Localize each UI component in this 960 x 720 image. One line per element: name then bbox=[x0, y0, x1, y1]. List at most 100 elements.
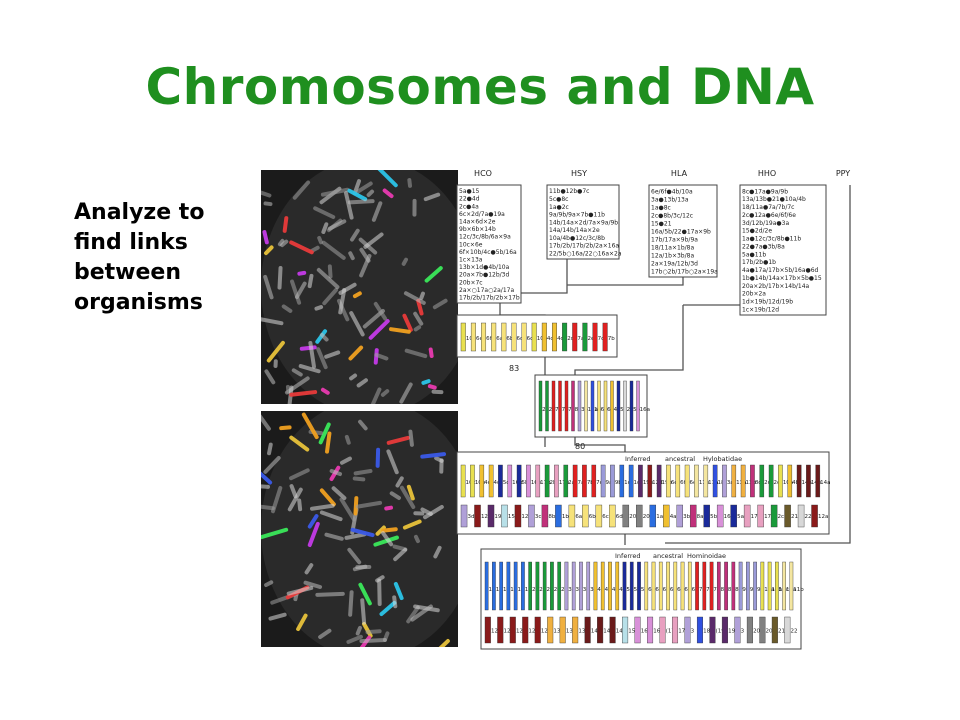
homi-row1-label: 1a bbox=[488, 587, 495, 593]
box1-block bbox=[562, 322, 568, 352]
chromosome-mark bbox=[261, 188, 272, 198]
homi-row1-block bbox=[542, 561, 547, 611]
chromosome-mark bbox=[429, 639, 450, 647]
chromosome-mark bbox=[413, 311, 424, 326]
chromosome-mark bbox=[279, 425, 292, 431]
homi-row1-block bbox=[492, 561, 496, 611]
hylo-row1-block bbox=[488, 464, 494, 498]
rearrangement-entry: 12c/3c/8b/6a×9a bbox=[459, 234, 511, 241]
chromosome-mark bbox=[261, 527, 289, 540]
homi-row2-label: 20b bbox=[766, 629, 777, 635]
homi-row1-label: 8c bbox=[735, 587, 742, 593]
chromosome-mark bbox=[349, 311, 365, 337]
box2-block bbox=[590, 380, 595, 432]
homi-row2-label: 3 bbox=[691, 629, 695, 635]
hylo-row1-block bbox=[554, 464, 559, 498]
chromosome-mark bbox=[307, 521, 320, 548]
hylo-row2-block bbox=[487, 504, 495, 528]
homi-row1-block bbox=[506, 561, 511, 611]
homi-row1-block bbox=[637, 561, 641, 611]
hylo-row1-block bbox=[703, 464, 709, 498]
caption-line: Analyze to bbox=[74, 200, 205, 225]
chromosome-mark bbox=[287, 487, 303, 512]
homi-row1-block bbox=[658, 561, 663, 611]
box2-block bbox=[577, 380, 582, 432]
chromosome-mark bbox=[261, 503, 275, 511]
homi-row1-label: 6a bbox=[648, 587, 655, 593]
homi-row2-block bbox=[671, 616, 679, 644]
rearrangement-entry: 22/5b○16a/22○16a×2a bbox=[549, 250, 622, 257]
hylo-row2-block bbox=[716, 504, 724, 528]
chromosome-mark bbox=[381, 527, 398, 533]
chromosome-mark bbox=[338, 288, 347, 315]
chromosome-mark bbox=[358, 582, 372, 606]
chromosome-mark bbox=[286, 585, 314, 596]
homi-row2-label: 3 bbox=[741, 629, 745, 635]
homi-row1-block bbox=[564, 561, 569, 611]
chromosome-mark bbox=[399, 382, 413, 404]
chromosome-mark bbox=[319, 332, 329, 342]
node-label-83: 83 bbox=[509, 364, 519, 373]
species-label: HCO bbox=[474, 169, 492, 178]
chromosome-mark bbox=[352, 291, 362, 299]
chromosome-mark bbox=[325, 431, 332, 454]
homi-row1-block bbox=[775, 561, 779, 611]
chromosome-mark bbox=[303, 580, 323, 589]
chromosome-mark bbox=[348, 251, 355, 261]
homi-row1-block bbox=[600, 561, 605, 611]
chromosome-mark bbox=[412, 198, 417, 217]
hylo-row1-block bbox=[479, 464, 485, 498]
hylo-row2-label: 22 bbox=[805, 514, 812, 520]
hylo-row1-label: 4b bbox=[792, 480, 799, 486]
chromosome-mark bbox=[402, 313, 413, 332]
homi-row1-block bbox=[513, 561, 518, 611]
rearrangement-entry: 5c●8c bbox=[549, 196, 568, 203]
homi-row2-block bbox=[721, 616, 728, 644]
ancestral-word: Inferred bbox=[625, 455, 651, 463]
hylo-row2-label: 6c bbox=[602, 514, 609, 520]
chromosome-mark bbox=[413, 511, 425, 516]
homi-row1-block bbox=[629, 561, 634, 611]
homi-row1-block bbox=[586, 561, 591, 611]
chromosome-mark bbox=[321, 222, 329, 234]
chromosome-mark bbox=[353, 469, 373, 476]
species-label: HHO bbox=[758, 169, 776, 178]
box1-block bbox=[541, 322, 547, 352]
species-label: HLA bbox=[671, 169, 688, 178]
chromosome-mark bbox=[324, 350, 341, 359]
hylo-row2-block bbox=[474, 504, 481, 528]
hylo-row1-block bbox=[694, 464, 699, 498]
hylo-row1-label: 2a bbox=[568, 480, 575, 486]
box2-block bbox=[623, 380, 627, 432]
chromosome-mark bbox=[354, 181, 373, 195]
hylo-row2-label: 19a bbox=[494, 514, 504, 520]
box1-block bbox=[551, 322, 557, 352]
hylo-row1-block bbox=[666, 464, 671, 498]
chromosome-mark bbox=[389, 327, 411, 334]
homi-row1-label: 7a bbox=[699, 587, 706, 593]
chromosome-mark bbox=[327, 219, 347, 231]
chromosome-mark bbox=[433, 545, 442, 559]
hylo-row1-block bbox=[656, 464, 662, 498]
homi-row2-block bbox=[709, 616, 716, 644]
chromosome-mark bbox=[329, 468, 342, 477]
chromosome-mark bbox=[297, 498, 303, 512]
chromosome-mark bbox=[401, 257, 408, 266]
chromosome-mark bbox=[263, 201, 273, 207]
chromosome-mark bbox=[376, 170, 398, 188]
chromosome-mark bbox=[307, 273, 314, 289]
karyotype-boxes: 10c6e6f6a6b6d6c10b4c4d2d7a2e7c7b832e2d7a… bbox=[456, 314, 831, 650]
box2-block bbox=[597, 380, 601, 432]
hylo-row2-label: 20a bbox=[629, 514, 639, 520]
chromosome-mark bbox=[421, 379, 431, 385]
hylo-row1-label: 3a bbox=[727, 480, 734, 486]
hylo-row1-label: 4d bbox=[493, 480, 500, 486]
hylo-row2-block bbox=[541, 504, 549, 528]
hylo-row2-block bbox=[784, 504, 791, 528]
hylo-row2-block bbox=[609, 504, 616, 528]
homi-row2-block bbox=[522, 616, 529, 644]
chromosome-mark bbox=[352, 476, 366, 482]
homi-row1-block bbox=[557, 561, 562, 611]
homi-row1-block bbox=[746, 561, 750, 611]
